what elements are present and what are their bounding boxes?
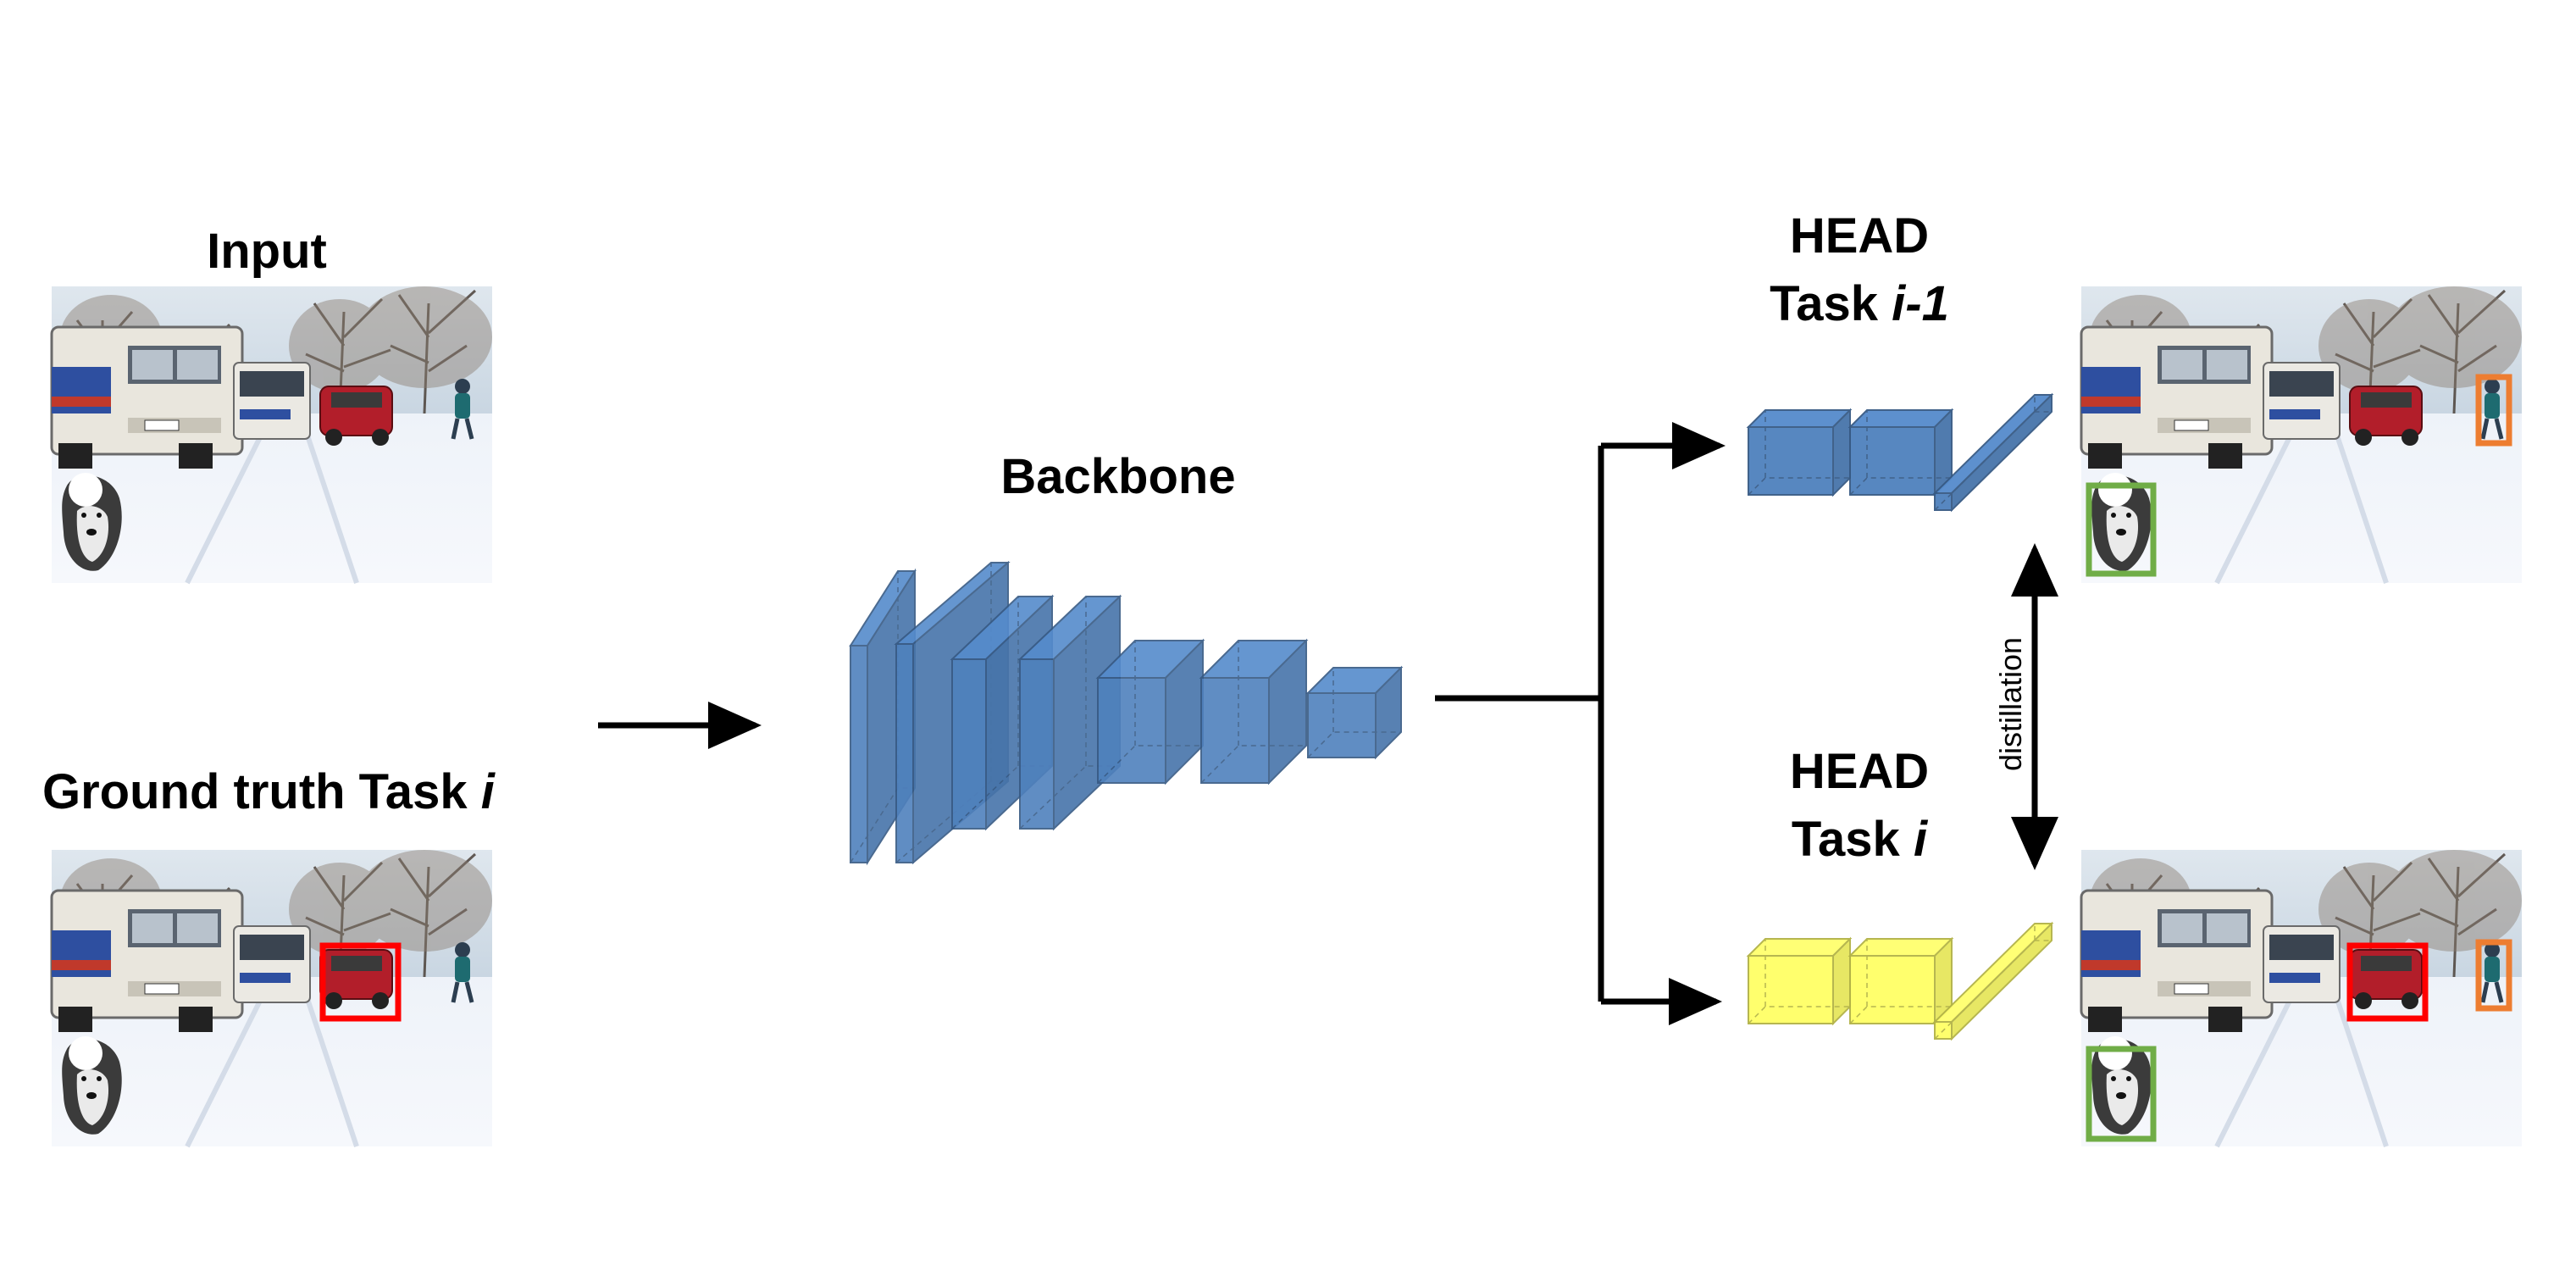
curr-car-box [2346,942,2429,1022]
backbone-network [849,560,1404,866]
head-prev-fc [1932,392,2054,513]
head-curr-fc [1932,921,2054,1041]
head-prev-block-2 [1848,408,1954,497]
curr-person-box [2475,939,2512,1012]
head-curr-title: HEAD Task i [1789,744,1930,867]
output-curr-image [2081,850,2522,1146]
gt-car-box [319,942,402,1022]
head-curr-task [1746,921,2054,1041]
head-curr-block-2 [1848,936,1954,1026]
head-prev-task [1746,392,2054,513]
head-prev-block-1 [1746,408,1853,497]
input-label: Input [207,224,327,279]
curr-dog-box [2086,1046,2157,1142]
split-connector [1435,422,1726,1025]
ground-truth-image [52,850,492,1146]
input-image [52,286,492,583]
prev-dog-box [2086,482,2157,577]
output-prev-image [2081,286,2522,583]
prev-person-box [2475,374,2512,447]
head-prev-title: HEAD Task i-1 [1770,208,1949,331]
ground-truth-label: Ground truth Task i [42,764,495,819]
backbone-layer-6 [1199,638,1309,785]
backbone-layer-5 [1095,638,1205,785]
backbone-label: Backbone [1000,449,1236,504]
backbone-layer-7 [1305,665,1404,760]
head-curr-block-1 [1746,936,1853,1026]
